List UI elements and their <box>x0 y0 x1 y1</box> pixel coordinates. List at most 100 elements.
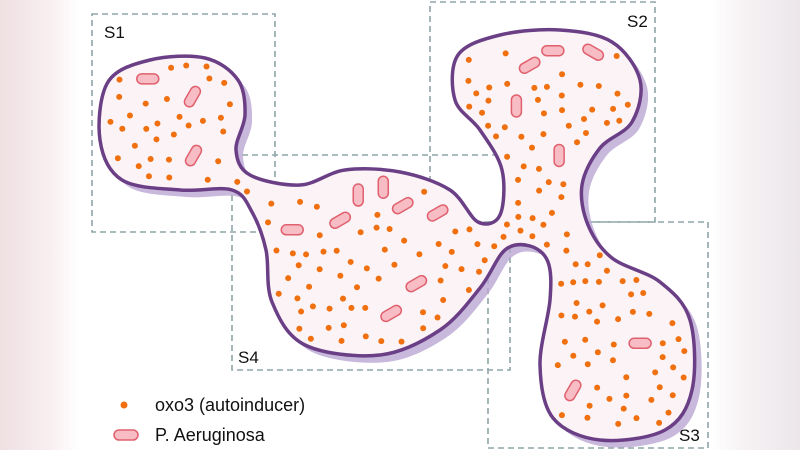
autoinducer-dot <box>563 247 570 254</box>
autoinducer-dot <box>333 247 340 254</box>
autoinducer-dot <box>594 384 601 391</box>
autoinducer-dot <box>131 142 138 149</box>
legend-dot-icon <box>120 401 128 409</box>
autoinducer-dot <box>594 318 601 325</box>
autoinducer-dot <box>465 56 472 63</box>
autoinducer-dot <box>452 228 459 235</box>
autoinducer-dot <box>348 304 355 311</box>
autoinducer-dot <box>615 316 622 323</box>
autoinducer-dot <box>623 392 630 399</box>
bacterium-rod <box>628 337 652 350</box>
autoinducer-dot <box>126 112 133 119</box>
autoinducer-dot <box>659 354 666 361</box>
autoinducer-dot <box>534 96 541 103</box>
autoinducer-dot <box>234 178 241 185</box>
autoinducer-dot <box>543 241 550 248</box>
region-box-s4 <box>231 154 511 371</box>
autoinducer-dot <box>620 405 627 412</box>
autoinducer-dot <box>386 225 393 232</box>
autoinducer-dot <box>176 113 183 120</box>
autoinducer-dot <box>517 227 524 234</box>
autoinducer-dot <box>582 336 589 343</box>
bacterium-rod <box>184 144 203 167</box>
autoinducer-dot <box>558 312 565 319</box>
autoinducer-dot <box>154 120 161 127</box>
autoinducer-dot <box>528 144 535 151</box>
autoinducer-dot <box>500 233 507 240</box>
autoinducer-dot <box>437 277 444 284</box>
autoinducer-dot <box>474 241 481 248</box>
autoinducer-dot <box>613 53 620 60</box>
biofilm-membrane <box>97 27 697 443</box>
autoinducer-dot <box>458 266 465 273</box>
autoinducer-dot <box>633 415 640 422</box>
autoinducer-dot <box>656 419 663 426</box>
autoinducer-dot <box>307 335 314 342</box>
autoinducer-dot <box>559 107 566 114</box>
background-edge-left <box>0 0 80 450</box>
region-box-s1 <box>91 13 276 233</box>
autoinducer-dot <box>603 119 610 126</box>
autoinducer-dot <box>589 106 596 113</box>
autoinducer-dot <box>615 420 622 427</box>
autoinducer-dot <box>183 62 190 69</box>
autoinducer-dot <box>363 265 370 272</box>
autoinducer-dot <box>623 374 630 381</box>
autoinducer-dot <box>485 122 492 129</box>
autoinducer-dot <box>652 369 659 376</box>
autoinducer-dot <box>584 261 591 268</box>
autoinducer-dot <box>584 414 591 421</box>
autoinducer-dot <box>226 101 233 108</box>
autoinducer-dot <box>616 117 623 124</box>
autoinducer-dot <box>268 200 275 207</box>
autoinducer-dot <box>561 338 568 345</box>
autoinducer-dot <box>147 155 154 162</box>
autoinducer-dot <box>520 163 527 170</box>
autoinducer-dot <box>586 402 593 409</box>
autoinducer-dot <box>289 250 296 257</box>
bacterium-rod <box>380 304 403 323</box>
region-label-s4: S4 <box>238 348 259 367</box>
autoinducer-dot <box>595 83 602 90</box>
autoinducer-dot <box>347 258 354 265</box>
region-boxes <box>91 1 709 449</box>
autoinducer-dot <box>435 241 442 248</box>
region-label-s1: S1 <box>104 23 125 42</box>
autoinducer-dot <box>116 76 123 83</box>
autoinducer-dot <box>669 320 676 327</box>
autoinducer-dot <box>485 97 492 104</box>
autoinducer-dot <box>298 308 305 315</box>
autoinducer-dot <box>574 139 581 146</box>
autoinducer-dot <box>391 261 398 268</box>
autoinducer-dot <box>624 101 631 108</box>
autoinducer-dot <box>629 308 636 315</box>
autoinducer-dot <box>486 84 493 91</box>
autoinducer-dot <box>501 124 508 131</box>
autoinducer-dot <box>297 198 304 205</box>
autoinducer-dot <box>646 310 653 317</box>
autoinducer-dot <box>142 100 149 107</box>
autoinducer-dot <box>595 278 602 285</box>
autoinducer-dot <box>119 125 126 132</box>
autoinducer-dot <box>614 90 621 97</box>
autoinducer-dot <box>479 109 486 116</box>
legend-autoinducer-label: oxo3 (autoinducer) <box>155 395 306 415</box>
autoinducer-dot <box>669 392 676 399</box>
autoinducer-dot <box>606 395 613 402</box>
autoinducer-dot <box>558 412 565 419</box>
autoinducer-dot <box>442 263 449 270</box>
bacterium-rod <box>518 56 541 75</box>
autoinducer-dot <box>473 90 480 97</box>
bacterium-rod <box>352 183 364 207</box>
autoinducer-dot <box>681 348 688 355</box>
bacterium-rod <box>564 379 582 402</box>
autoinducer-dot <box>558 92 565 99</box>
autoinducer-dot <box>163 95 170 102</box>
autoinducer-dot <box>563 231 570 238</box>
autoinducer-dot <box>491 243 498 250</box>
autoinducer-dot <box>316 232 323 239</box>
autoinducer-dot <box>504 80 511 87</box>
autoinducer-dot <box>560 181 567 188</box>
autoinducer-dot <box>416 251 423 258</box>
